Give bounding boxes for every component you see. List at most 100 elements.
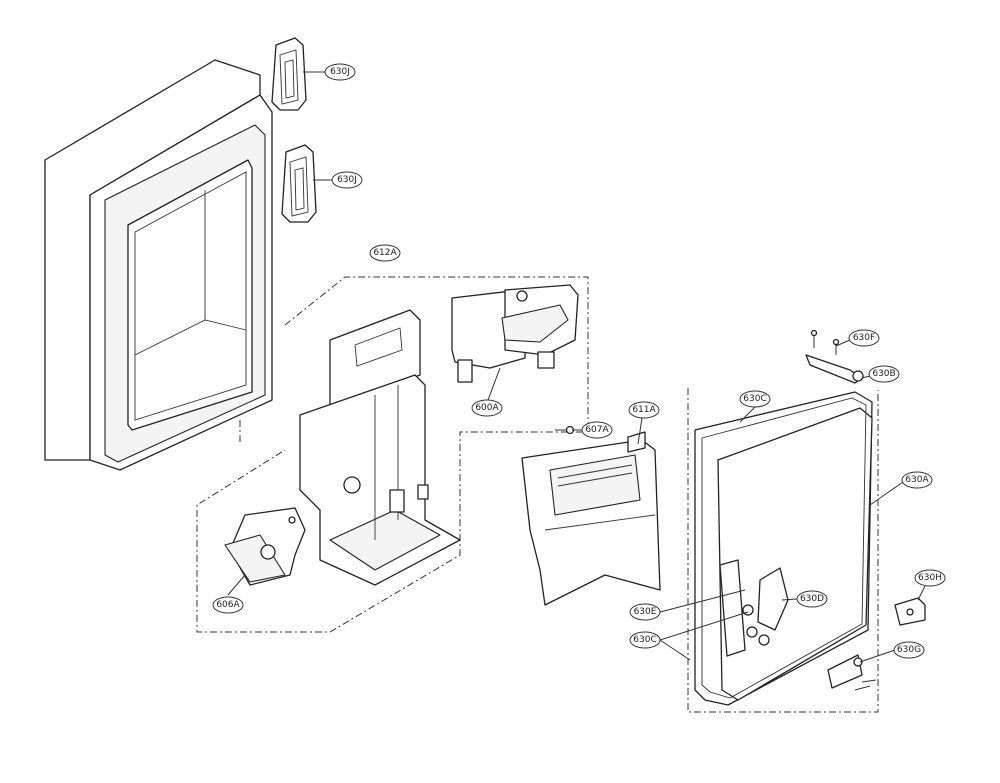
bracket-606A-hole xyxy=(260,544,276,560)
home-bar-door xyxy=(694,391,873,706)
screw-630F-1-head xyxy=(810,329,818,337)
leader-t15a xyxy=(659,611,749,641)
stopper-bracket xyxy=(894,597,926,626)
door-frame-assembly xyxy=(44,59,273,471)
handle-upper xyxy=(271,37,307,111)
leader-t8 xyxy=(835,339,851,347)
latch-lever-630D xyxy=(757,567,789,631)
cover-groove-2 xyxy=(557,472,633,487)
callout-630E-text: 630E xyxy=(634,607,657,617)
lower-hinge xyxy=(827,654,877,691)
callout-630C-latch: 630C xyxy=(629,631,661,649)
housing-clip xyxy=(417,484,429,500)
callout-611A-outline xyxy=(628,401,660,419)
leader-t16 xyxy=(227,574,246,596)
leader-t6 xyxy=(637,417,643,445)
callout-tags: 630J 630J 612A 600A 607A 611A 630C 630F xyxy=(212,63,946,659)
bracket-606A xyxy=(224,507,306,586)
handle-upper-body xyxy=(271,37,307,111)
lower-hinge-plate xyxy=(827,654,863,689)
callout-630G-outline xyxy=(893,641,925,659)
latch-screw-upper xyxy=(746,626,758,638)
leader-t4 xyxy=(487,367,501,401)
door-panel xyxy=(717,407,873,701)
callout-612A-outline xyxy=(369,244,401,262)
cover-mid-line xyxy=(544,514,656,531)
callout-630G: 630G xyxy=(893,641,925,659)
leader-t11 xyxy=(917,585,926,601)
stopper-hole xyxy=(906,608,914,616)
dispenser-motor xyxy=(451,284,579,383)
lower-hinge-screw-1 xyxy=(854,685,871,691)
dispenser-housing xyxy=(299,309,461,586)
callout-630D-text: 630D xyxy=(800,594,824,604)
motor-terminal xyxy=(537,351,555,369)
assembly-630A-boundary xyxy=(687,388,879,713)
handle-upper-grip xyxy=(279,49,299,105)
callout-630J-upper-outline xyxy=(324,63,356,81)
callout-606A: 606A xyxy=(212,596,244,614)
callout-606A-outline xyxy=(212,596,244,614)
assembly-612A-boundary xyxy=(196,276,589,633)
leader-t14 xyxy=(781,598,798,601)
screw-630F-2-head xyxy=(832,338,840,346)
callout-630J-upper: 630J xyxy=(324,63,356,81)
callout-630J-lower-outline xyxy=(331,171,363,189)
cover-groove-1 xyxy=(557,464,633,479)
callout-600A-text: 600A xyxy=(475,403,499,413)
handle-lower-body xyxy=(281,144,317,223)
latch-screw-lower xyxy=(758,634,770,646)
callout-606A-text: 606A xyxy=(216,600,240,610)
hinge-bracket xyxy=(805,329,864,384)
latch-plate xyxy=(719,559,746,657)
housing-vent xyxy=(354,327,403,367)
callout-630A: 630A xyxy=(901,471,933,489)
dispenser-cover xyxy=(521,431,661,606)
callout-630E-outline xyxy=(629,603,661,621)
callout-630E: 630E xyxy=(629,603,661,621)
handle-lower xyxy=(281,144,317,223)
callout-630H-outline xyxy=(914,569,946,587)
callout-630B-outline xyxy=(868,365,900,383)
leader-t13 xyxy=(659,589,746,613)
callout-607A-outline xyxy=(581,421,613,439)
callout-607A-text: 607A xyxy=(585,425,609,435)
callout-630B: 630B xyxy=(868,365,900,383)
motor-coil xyxy=(501,304,569,343)
motor-mount-tab xyxy=(457,359,473,383)
lower-hinge-screw-2 xyxy=(861,679,877,683)
leader-t9 xyxy=(861,375,871,379)
callout-630H: 630H xyxy=(914,569,946,587)
callout-630C-gasket-text: 630C xyxy=(743,394,766,404)
callout-630F: 630F xyxy=(848,329,880,347)
handle-lower-slot xyxy=(294,167,305,211)
housing-tray xyxy=(329,509,441,571)
callout-630C-latch-outline xyxy=(629,631,661,649)
callout-630F-outline xyxy=(848,329,880,347)
leader-t7 xyxy=(739,406,756,423)
lower-hinge-pin xyxy=(853,657,863,667)
callout-630C-latch-text: 630C xyxy=(633,635,656,645)
callout-600A: 600A xyxy=(471,399,503,417)
callout-630D: 630D xyxy=(796,590,828,608)
callout-630B-text: 630B xyxy=(872,369,895,379)
bracket-606A-flap xyxy=(224,534,286,583)
leader-lines xyxy=(227,71,926,663)
callout-630F-text: 630F xyxy=(853,333,875,343)
leader-t15b xyxy=(659,639,691,661)
callout-630H-text: 630H xyxy=(918,573,942,583)
callout-630J-lower-text: 630J xyxy=(337,175,357,185)
cover-upper-panel xyxy=(549,454,641,516)
motor-shaft xyxy=(516,290,528,302)
callout-611A: 611A xyxy=(628,401,660,419)
handle-lower-grip xyxy=(289,156,309,217)
dispenser-recess xyxy=(134,171,247,421)
handle-upper-slot xyxy=(284,59,295,99)
callout-630C-gasket: 630C xyxy=(739,390,771,408)
leader-t10 xyxy=(869,481,904,506)
callout-612A: 612A xyxy=(369,244,401,262)
callout-607A: 607A xyxy=(581,421,613,439)
callout-630D-outline xyxy=(796,590,828,608)
callout-630A-text: 630A xyxy=(905,475,929,485)
